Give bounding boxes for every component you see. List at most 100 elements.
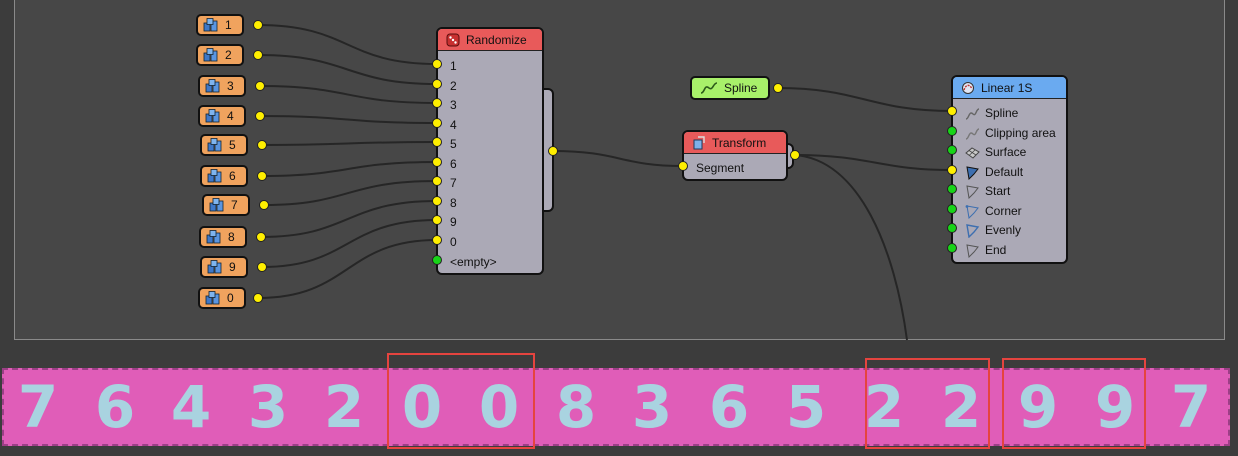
randomize-port-label: 7 xyxy=(450,176,457,190)
linear-input-port-spline[interactable] xyxy=(947,106,957,116)
linear-title: Linear 1S xyxy=(981,80,1033,95)
linear-port-start: Start xyxy=(965,183,1010,199)
spline-icon xyxy=(965,107,980,121)
linear-input-port-start[interactable] xyxy=(947,184,957,194)
surface-grid-icon xyxy=(965,146,980,160)
transform-icon xyxy=(692,135,706,150)
randomize-input-port-0[interactable] xyxy=(432,235,442,245)
spline-loop-icon xyxy=(961,81,975,95)
mesh-node-label: 3 xyxy=(227,79,234,93)
randomize-port-label: 5 xyxy=(450,137,457,151)
mesh-node-label: 0 xyxy=(227,291,234,305)
linear-header[interactable]: Linear 1S xyxy=(953,77,1066,99)
linear-port-corner: Corner xyxy=(965,203,1022,219)
randomize-input-port-7[interactable] xyxy=(432,176,442,186)
transform-input-port[interactable] xyxy=(678,161,688,171)
randomize-input-port-4[interactable] xyxy=(432,118,442,128)
mesh-node-5[interactable]: 5 xyxy=(200,134,248,156)
spline-output-port[interactable] xyxy=(773,83,783,93)
strip-digit: 7 xyxy=(17,373,59,441)
linear-port-evenly: Evenly xyxy=(965,222,1021,239)
highlight-box xyxy=(387,353,535,449)
linear-port-default: Default xyxy=(965,164,1023,180)
mesh-icon xyxy=(207,260,223,274)
mesh-output-port[interactable] xyxy=(255,111,265,121)
dice-icon xyxy=(446,33,460,47)
linear-input-port-surface[interactable] xyxy=(947,145,957,155)
mesh-output-port[interactable] xyxy=(253,20,263,30)
linear-input-port-evenly[interactable] xyxy=(947,223,957,233)
transform-header[interactable]: Transform xyxy=(684,132,786,154)
mesh-output-port[interactable] xyxy=(257,140,267,150)
mesh-output-port[interactable] xyxy=(257,171,267,181)
mesh-node-2[interactable]: 2 xyxy=(196,44,244,66)
mesh-node-6[interactable]: 6 xyxy=(200,165,248,187)
mesh-node-8[interactable]: 8 xyxy=(199,226,247,248)
mesh-node-4[interactable]: 4 xyxy=(198,105,246,127)
corner-segment-icon xyxy=(965,204,980,219)
mesh-output-port[interactable] xyxy=(253,50,263,60)
randomize-header[interactable]: Randomize xyxy=(438,29,542,51)
randomize-empty-port-label: <empty> xyxy=(450,255,497,269)
mesh-node-label: 2 xyxy=(225,48,232,62)
randomize-input-port-8[interactable] xyxy=(432,196,442,206)
strip-digit: 9 xyxy=(1017,373,1059,441)
mesh-icon xyxy=(207,169,223,183)
linear-input-port-corner[interactable] xyxy=(947,204,957,214)
mesh-output-port[interactable] xyxy=(253,293,263,303)
randomize-title: Randomize xyxy=(466,32,527,47)
randomize-input-port-6[interactable] xyxy=(432,157,442,167)
strip-digit: 3 xyxy=(631,373,673,441)
strip-digit: 8 xyxy=(555,373,597,441)
mesh-icon xyxy=(206,230,222,244)
linear-port-surface: Surface xyxy=(965,144,1026,160)
mesh-icon xyxy=(209,198,225,212)
linear-node[interactable]: Linear 1S Spline Clipping area Surface D… xyxy=(951,75,1068,264)
mesh-node-0[interactable]: 0 xyxy=(198,287,246,309)
randomize-port-label: 1 xyxy=(450,59,457,73)
randomize-input-port-2[interactable] xyxy=(432,79,442,89)
strip-digit: 4 xyxy=(170,373,212,441)
linear-port-clipping-area: Clipping area xyxy=(965,125,1056,141)
evenly-segment-icon xyxy=(965,223,980,239)
strip-digit: 6 xyxy=(94,373,136,441)
strip-digit: 0 xyxy=(478,373,520,441)
mesh-node-label: 6 xyxy=(229,169,236,183)
randomize-input-port-empty[interactable] xyxy=(432,255,442,265)
strip-digit: 2 xyxy=(323,373,365,441)
strip-digit: 0 xyxy=(401,373,443,441)
digit-strip xyxy=(2,368,1230,446)
mesh-node-3[interactable]: 3 xyxy=(198,75,246,97)
strip-digit: 9 xyxy=(1094,373,1136,441)
end-segment-icon xyxy=(965,244,980,258)
mesh-output-port[interactable] xyxy=(256,232,266,242)
randomize-input-port-5[interactable] xyxy=(432,137,442,147)
randomize-port-label: 2 xyxy=(450,79,457,93)
mesh-output-port[interactable] xyxy=(259,200,269,210)
randomize-node[interactable]: Randomize 1 2 3 4 5 6 7 8 9 0 <empty> xyxy=(436,27,544,275)
mesh-output-port[interactable] xyxy=(257,262,267,272)
transform-title: Transform xyxy=(712,135,767,150)
mesh-node-7[interactable]: 7 xyxy=(202,194,250,216)
spline-icon xyxy=(700,81,718,95)
linear-input-port-clipping-area[interactable] xyxy=(947,126,957,136)
strip-digit: 6 xyxy=(708,373,750,441)
transform-output-port[interactable] xyxy=(790,150,800,160)
spline-node[interactable]: Spline xyxy=(690,76,770,100)
mesh-node-label: 1 xyxy=(225,18,232,32)
randomize-input-port-3[interactable] xyxy=(432,98,442,108)
randomize-port-label: 3 xyxy=(450,98,457,112)
strip-digit: 7 xyxy=(1170,373,1212,441)
randomize-output-port[interactable] xyxy=(548,146,558,156)
mesh-icon xyxy=(205,79,221,93)
linear-input-port-default[interactable] xyxy=(947,165,957,175)
mesh-node-9[interactable]: 9 xyxy=(200,256,248,278)
mesh-output-port[interactable] xyxy=(255,81,265,91)
linear-input-port-end[interactable] xyxy=(947,243,957,253)
randomize-input-port-9[interactable] xyxy=(432,215,442,225)
mesh-node-1[interactable]: 1 xyxy=(196,14,244,36)
transform-node[interactable]: Transform Segment xyxy=(682,130,788,181)
randomize-input-port-1[interactable] xyxy=(432,59,442,69)
transform-port-label: Segment xyxy=(696,161,745,175)
linear-port-spline: Spline xyxy=(965,105,1018,121)
